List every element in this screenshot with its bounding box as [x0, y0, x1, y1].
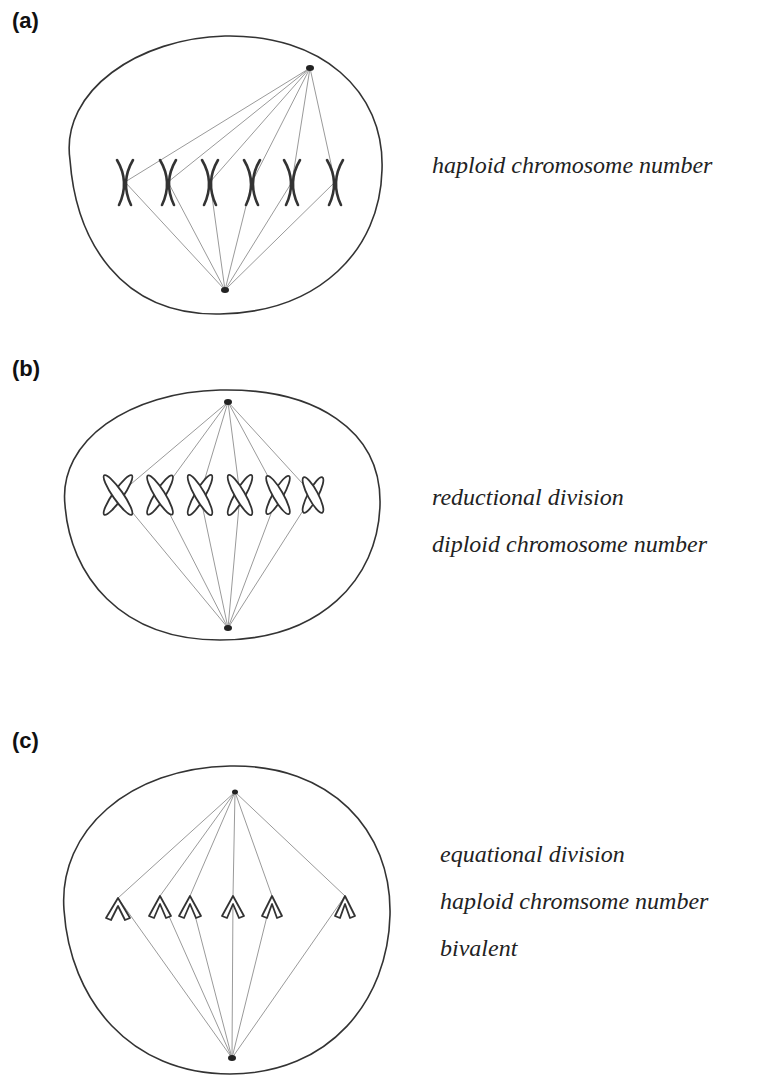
centriole [221, 287, 229, 293]
centriole [224, 399, 232, 405]
spindle-fibres [118, 792, 345, 1058]
centriole [228, 1055, 236, 1061]
chromatids [106, 896, 355, 920]
centriole [306, 65, 314, 71]
cell-b [65, 390, 381, 640]
annotation: haploid chromsome number [440, 888, 708, 915]
annotation: bivalent [440, 935, 517, 962]
centriole [224, 625, 232, 631]
part-label: (a) [12, 8, 39, 34]
cell-outline [64, 766, 390, 1074]
annotation: diploid chromosome number [432, 531, 707, 558]
spindle-fibres [125, 68, 335, 290]
chromosomes [117, 160, 343, 205]
part-label: (c) [12, 728, 39, 754]
cell-outline [69, 36, 382, 314]
cell-a [69, 36, 382, 314]
chromosomes [100, 472, 327, 517]
annotation: haploid chromosome number [432, 152, 712, 179]
annotation: reductional division [432, 484, 624, 511]
cell-outline [65, 390, 381, 640]
spindle-fibres [118, 402, 313, 628]
centriole [232, 790, 238, 795]
part-label: (b) [12, 356, 40, 382]
annotation: equational division [440, 841, 625, 868]
cell-c [64, 766, 390, 1074]
